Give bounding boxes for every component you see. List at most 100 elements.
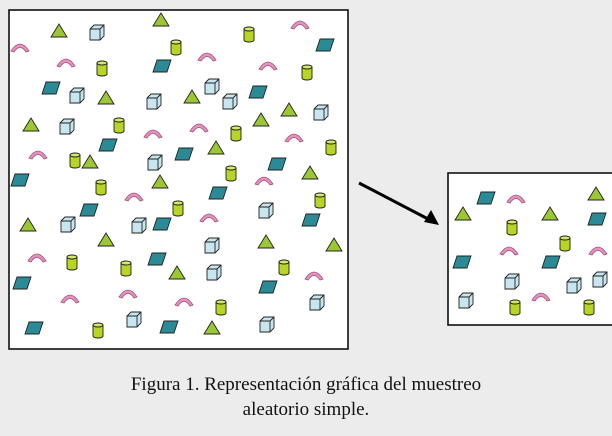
parallelogram-shape: [147, 252, 167, 266]
cylinder-shape: [69, 152, 81, 169]
arc-shape: [531, 292, 551, 302]
arc-shape: [118, 289, 138, 299]
parallelogram-shape: [152, 59, 172, 73]
triangle-shape: [19, 217, 37, 232]
arc-shape: [28, 150, 48, 160]
parallelogram-shape: [452, 255, 472, 269]
parallelogram-shape: [476, 191, 496, 205]
arc-shape: [56, 58, 76, 68]
arc-shape: [284, 133, 304, 143]
arc-shape: [254, 176, 274, 186]
triangle-shape: [97, 90, 115, 105]
cube-shape: [566, 277, 582, 294]
triangle-shape: [203, 320, 221, 335]
arc-shape: [60, 294, 80, 304]
arc-shape: [506, 194, 526, 204]
arc-shape: [499, 246, 519, 256]
cylinder-shape: [215, 299, 227, 316]
triangle-shape: [325, 237, 343, 252]
parallelogram-shape: [315, 38, 335, 52]
cube-shape: [592, 271, 608, 288]
parallelogram-shape: [79, 203, 99, 217]
cube-shape: [204, 237, 220, 254]
cylinder-shape: [559, 235, 571, 252]
parallelogram-shape: [208, 186, 228, 200]
triangle-shape: [280, 102, 298, 117]
triangle-shape: [541, 206, 559, 221]
parallelogram-shape: [541, 255, 561, 269]
cylinder-shape: [95, 179, 107, 196]
cylinder-shape: [96, 60, 108, 77]
population-shapes: [10, 12, 343, 339]
parallelogram-shape: [258, 280, 278, 294]
sample-shapes: [452, 186, 608, 316]
cylinder-shape: [120, 260, 132, 277]
parallelogram-shape: [12, 276, 32, 290]
arc-shape: [27, 253, 47, 263]
figure-caption: Figura 1. Representación gráfica del mue…: [0, 372, 612, 422]
arc-shape: [588, 246, 608, 256]
cylinder-shape: [92, 322, 104, 339]
arc-shape: [10, 43, 30, 53]
selection-arrow: [358, 181, 439, 225]
population-box: [8, 9, 349, 350]
cube-shape: [259, 316, 275, 333]
cube-shape: [222, 93, 238, 110]
triangle-shape: [587, 186, 605, 201]
cylinder-shape: [325, 139, 337, 156]
parallelogram-shape: [174, 147, 194, 161]
cylinder-shape: [314, 192, 326, 209]
cylinder-shape: [243, 26, 255, 43]
cube-shape: [147, 154, 163, 171]
triangle-shape: [168, 265, 186, 280]
parallelogram-shape: [98, 138, 118, 152]
caption-line-2: aleatorio simple.: [242, 399, 370, 420]
cube-shape: [60, 216, 76, 233]
cube-shape: [258, 202, 274, 219]
cylinder-shape: [66, 254, 78, 271]
arc-shape: [304, 271, 324, 281]
cylinder-shape: [113, 117, 125, 134]
arc-shape: [258, 61, 278, 71]
triangle-shape: [22, 117, 40, 132]
cube-shape: [204, 78, 220, 95]
parallelogram-shape: [24, 321, 44, 335]
parallelogram-shape: [267, 157, 287, 171]
cylinder-shape: [278, 259, 290, 276]
triangle-shape: [151, 174, 169, 189]
parallelogram-shape: [587, 212, 607, 226]
arc-shape: [197, 52, 217, 62]
arc-shape: [174, 297, 194, 307]
caption-line-1: Figura 1. Representación gráfica del mue…: [130, 374, 482, 395]
sample-box: [447, 172, 612, 326]
parallelogram-shape: [152, 217, 172, 231]
triangle-shape: [97, 232, 115, 247]
parallelogram-shape: [159, 320, 179, 334]
arc-shape: [290, 20, 310, 30]
triangle-shape: [207, 140, 225, 155]
cylinder-shape: [172, 200, 184, 217]
triangle-shape: [257, 234, 275, 249]
cylinder-shape: [583, 299, 595, 316]
cylinder-shape: [509, 299, 521, 316]
arc-shape: [189, 123, 209, 133]
cube-shape: [309, 294, 325, 311]
cube-shape: [126, 311, 142, 328]
triangle-shape: [50, 23, 68, 38]
parallelogram-shape: [41, 81, 61, 95]
cylinder-shape: [170, 39, 182, 56]
triangle-shape: [183, 89, 201, 104]
triangle-shape: [301, 165, 319, 180]
cube-shape: [59, 118, 75, 135]
arc-shape: [143, 129, 163, 139]
triangle-shape: [152, 12, 170, 27]
cube-shape: [504, 273, 520, 290]
cylinder-shape: [230, 125, 242, 142]
parallelogram-shape: [301, 213, 321, 227]
cube-shape: [313, 104, 329, 121]
cube-shape: [131, 217, 147, 234]
cube-shape: [89, 24, 105, 41]
cube-shape: [146, 93, 162, 110]
cube-shape: [206, 264, 222, 281]
